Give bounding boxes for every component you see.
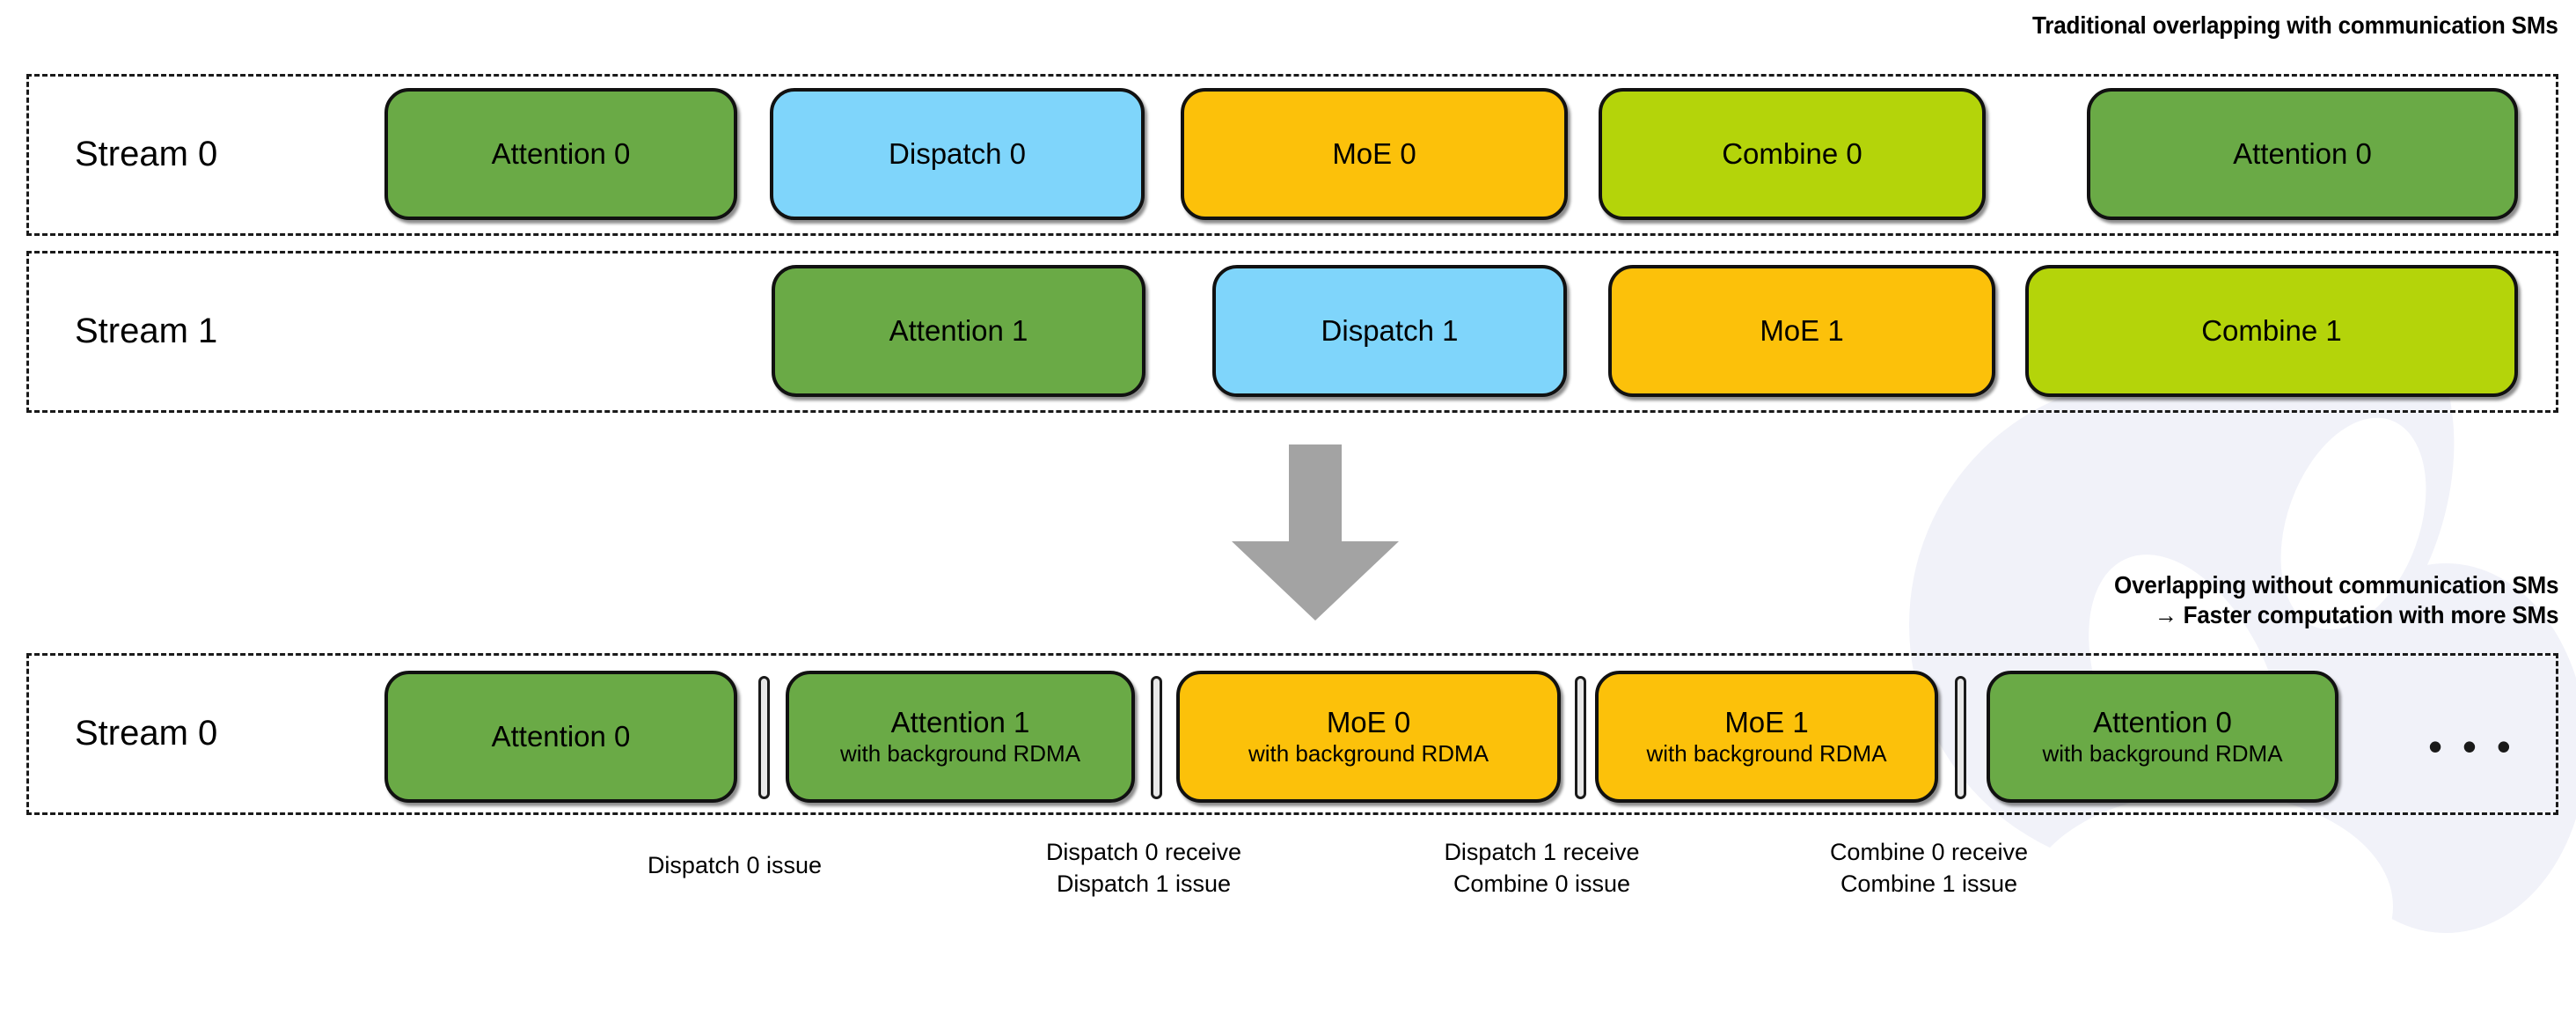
note-dispatch-0-issue: Dispatch 0 issue xyxy=(647,852,823,878)
block-attention-1-bottom[interactable]: Attention 1 with background RDMA xyxy=(786,671,1135,803)
block-title: Attention 1 xyxy=(889,313,1028,347)
block-subtitle: with background RDMA xyxy=(1248,739,1489,767)
block-moe-1-bottom[interactable]: MoE 1 with background RDMA xyxy=(1595,671,1938,803)
lane-stream0-top xyxy=(26,74,2558,236)
block-attention-1[interactable]: Attention 1 xyxy=(772,265,1145,397)
note-combine-0-receive: Combine 0 receive Combine 1 issue xyxy=(1829,839,2029,898)
block-subtitle: with background RDMA xyxy=(2042,739,2283,767)
lane-label-stream0-top: Stream 0 xyxy=(75,135,218,173)
block-title: Combine 1 xyxy=(2201,313,2342,347)
lane-label-stream0-bottom: Stream 0 xyxy=(75,714,218,753)
note-dispatch-1-receive: Dispatch 1 receive Combine 0 issue xyxy=(1444,839,1640,898)
separator-bar-1 xyxy=(758,676,770,799)
block-title: MoE 1 xyxy=(1760,313,1844,347)
separator-bar-4 xyxy=(1955,676,1966,799)
separator-bar-2 xyxy=(1151,676,1162,799)
block-attention-0-top-2[interactable]: Attention 0 xyxy=(2087,88,2518,220)
block-title: MoE 1 xyxy=(1724,705,1809,738)
block-moe-0-bottom[interactable]: MoE 0 with background RDMA xyxy=(1176,671,1561,803)
block-combine-1[interactable]: Combine 1 xyxy=(2025,265,2518,397)
block-title: Attention 0 xyxy=(491,136,631,170)
block-moe-1[interactable]: MoE 1 xyxy=(1608,265,1995,397)
block-title: Combine 0 xyxy=(1722,136,1862,170)
caption-overlapping-without-sms: Overlapping without communication SMs → … xyxy=(2113,571,2558,629)
ellipsis-indicator: • • • xyxy=(2428,724,2515,769)
block-dispatch-1[interactable]: Dispatch 1 xyxy=(1212,265,1567,397)
block-subtitle: with background RDMA xyxy=(839,739,1081,767)
diagram-canvas: Traditional overlapping with communicati… xyxy=(26,11,2576,933)
block-combine-0-top[interactable]: Combine 0 xyxy=(1599,88,1986,220)
block-title: Attention 1 xyxy=(890,705,1030,738)
block-title: MoE 0 xyxy=(1332,136,1416,170)
block-title: Attention 0 xyxy=(2233,136,2372,170)
watermark-cutout-3 xyxy=(2023,792,2393,1021)
block-attention-0-top[interactable]: Attention 0 xyxy=(384,88,737,220)
block-title: Attention 0 xyxy=(2093,705,2232,738)
block-title: Dispatch 0 xyxy=(889,136,1026,170)
lane-label-stream1: Stream 1 xyxy=(75,312,218,350)
down-arrow-icon xyxy=(1232,444,1399,621)
block-title: Dispatch 1 xyxy=(1321,313,1459,347)
separator-bar-3 xyxy=(1575,676,1586,799)
block-subtitle: with background RDMA xyxy=(1646,739,1887,767)
caption-traditional-overlapping: Traditional overlapping with communicati… xyxy=(2032,11,2558,39)
block-dispatch-0-top[interactable]: Dispatch 0 xyxy=(770,88,1145,220)
lane-stream1 xyxy=(26,251,2558,413)
block-moe-0-top[interactable]: MoE 0 xyxy=(1181,88,1568,220)
block-attention-0-bottom[interactable]: Attention 0 xyxy=(384,671,737,803)
note-dispatch-0-receive: Dispatch 0 receive Dispatch 1 issue xyxy=(1045,839,1242,898)
block-attention-0-bottom-2[interactable]: Attention 0 with background RDMA xyxy=(1987,671,2338,803)
block-title: MoE 0 xyxy=(1326,705,1411,738)
block-title: Attention 0 xyxy=(491,719,631,753)
lane-stream0-bottom xyxy=(26,653,2558,815)
